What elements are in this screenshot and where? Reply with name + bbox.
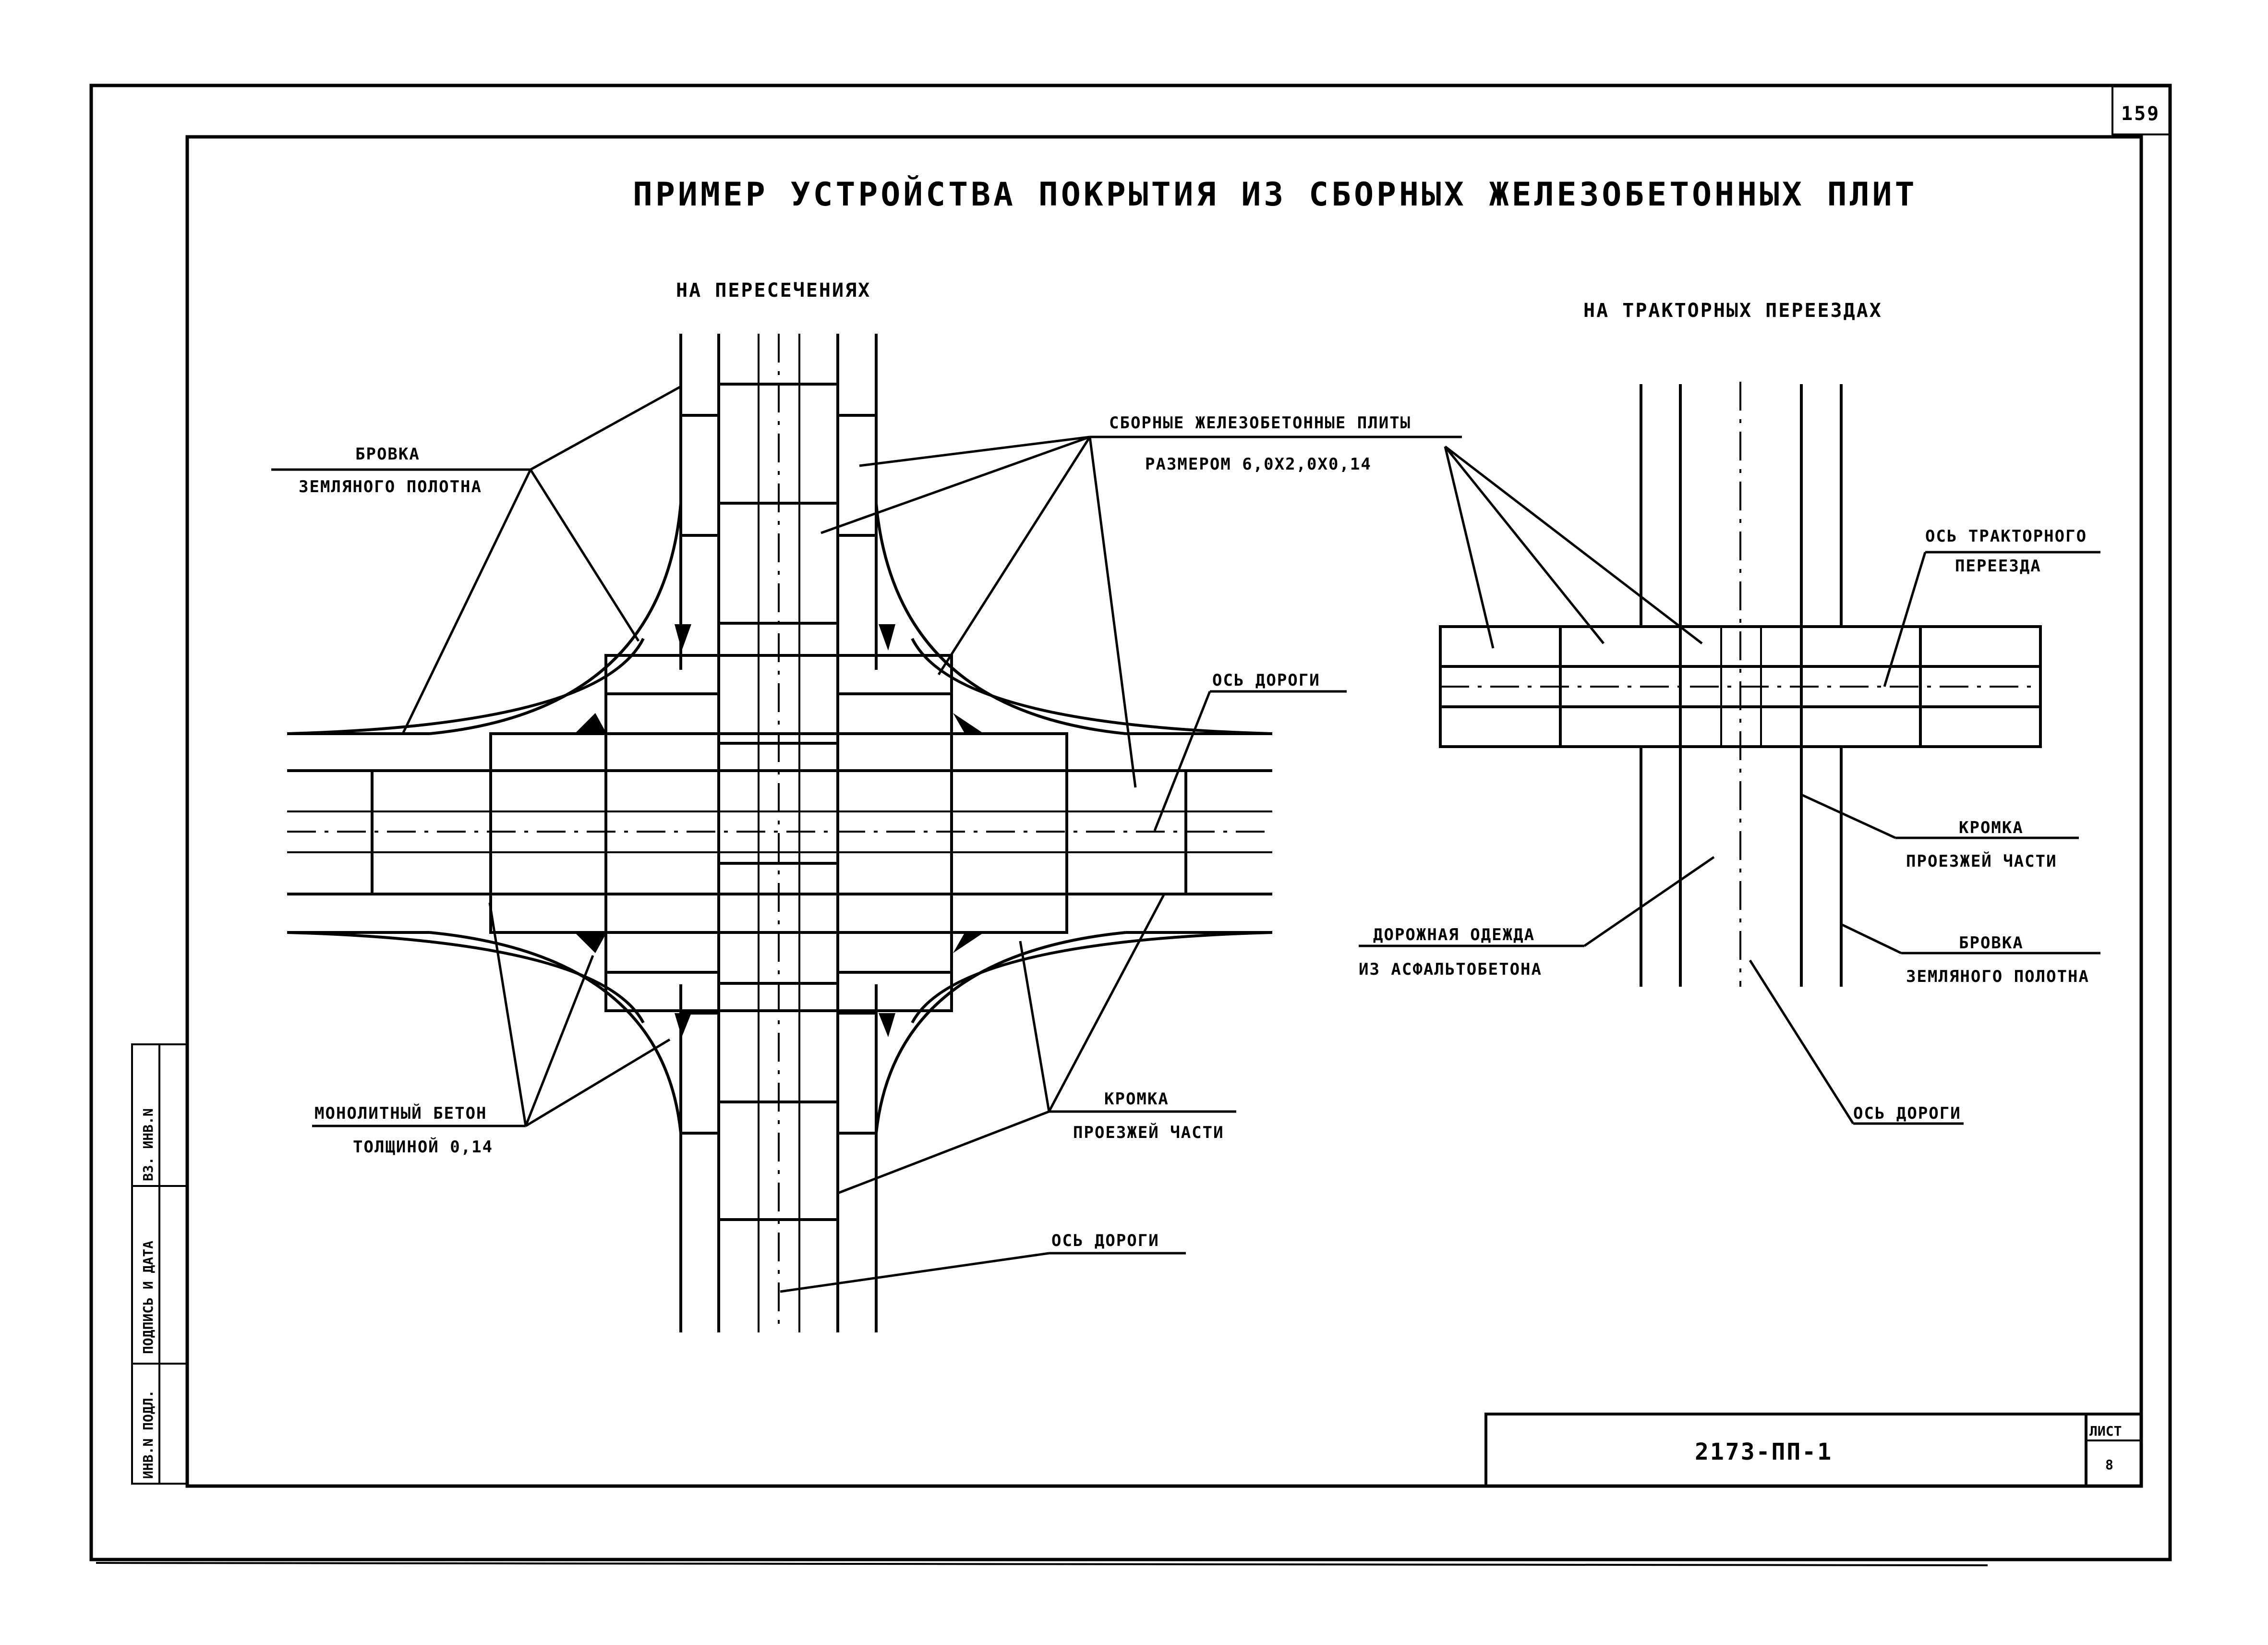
document-code: 2173-ПП-1: [1695, 1439, 1833, 1465]
tractor-crossing-plan: [1439, 382, 2042, 987]
label-road-axis-right: ОСЬ ДОРОГИ: [1212, 671, 1320, 690]
label-tractor-axis-1: ОСЬ ТРАКТОРНОГО: [1925, 527, 2087, 546]
label-carriageway-edge-1: КРОМКА: [1104, 1089, 1169, 1109]
sheet-number: 8: [2105, 1457, 2113, 1473]
label-carriageway-edge-2: ПРОЕЗЖЕЙ ЧАСТИ: [1073, 1123, 1224, 1142]
label-right-edge-roadbed-2: ЗЕМЛЯНОГО ПОЛОТНА: [1906, 967, 2089, 986]
label-right-carriageway-edge-1: КРОМКА: [1959, 818, 2024, 837]
label-right-road-axis: ОСЬ ДОРОГИ: [1853, 1104, 1961, 1123]
sheet-label: ЛИСТ: [2089, 1423, 2122, 1439]
label-slabs-1: СБОРНЫЕ ЖЕЛЕЗОБЕТОННЫЕ ПЛИТЫ: [1109, 413, 1411, 433]
drawing-title: ПРИМЕР УСТРОЙСТВА ПОКРЫТИЯ ИЗ СБОРНЫХ ЖЕ…: [633, 175, 1918, 214]
right-view-leaders: [1359, 435, 2100, 1125]
left-view-leaders: [271, 385, 1419, 1293]
title-block: [1484, 1413, 2143, 1488]
label-edge-roadbed-top-2: ЗЕМЛЯНОГО ПОЛОТНА: [299, 477, 482, 496]
label-pavement-1: ДОРОЖНАЯ ОДЕЖДА: [1373, 925, 1535, 944]
stamp-replaced-inv: ВЗ. ИНВ.N: [140, 1108, 156, 1181]
right-view-heading: НА ТРАКТОРНЫХ ПЕРЕЕЗДАХ: [1583, 300, 1882, 322]
left-view-heading: НА ПЕРЕСЕЧЕНИЯХ: [676, 279, 871, 302]
sheet-frame: [89, 84, 2172, 1566]
side-stamp: [131, 1043, 188, 1485]
label-edge-roadbed-top-1: БРОВКА: [355, 445, 420, 464]
label-tractor-axis-2: ПЕРЕЕЗДА: [1955, 556, 2041, 576]
stamp-signature-date: ПОДПИСЬ И ДАТА: [140, 1241, 156, 1354]
label-pavement-2: ИЗ АСФАЛЬТОБЕТОНА: [1359, 960, 1542, 979]
page-number: 159: [2121, 103, 2160, 125]
stamp-inv-original: ИНВ.N ПОДЛ.: [140, 1390, 156, 1479]
label-monolith-1: МОНОЛИТНЫЙ БЕТОН: [314, 1103, 487, 1123]
label-slabs-2: РАЗМЕРОМ 6,0Х2,0Х0,14: [1145, 455, 1372, 474]
label-right-carriageway-edge-2: ПРОЕЗЖЕЙ ЧАСТИ: [1906, 851, 2057, 871]
intersection-plan: [287, 334, 1273, 1332]
label-road-axis-bottom: ОСЬ ДОРОГИ: [1051, 1231, 1159, 1250]
label-right-edge-roadbed-1: БРОВКА: [1959, 933, 2024, 953]
label-monolith-2: ТОЛЩИНОЙ 0,14: [353, 1137, 493, 1157]
